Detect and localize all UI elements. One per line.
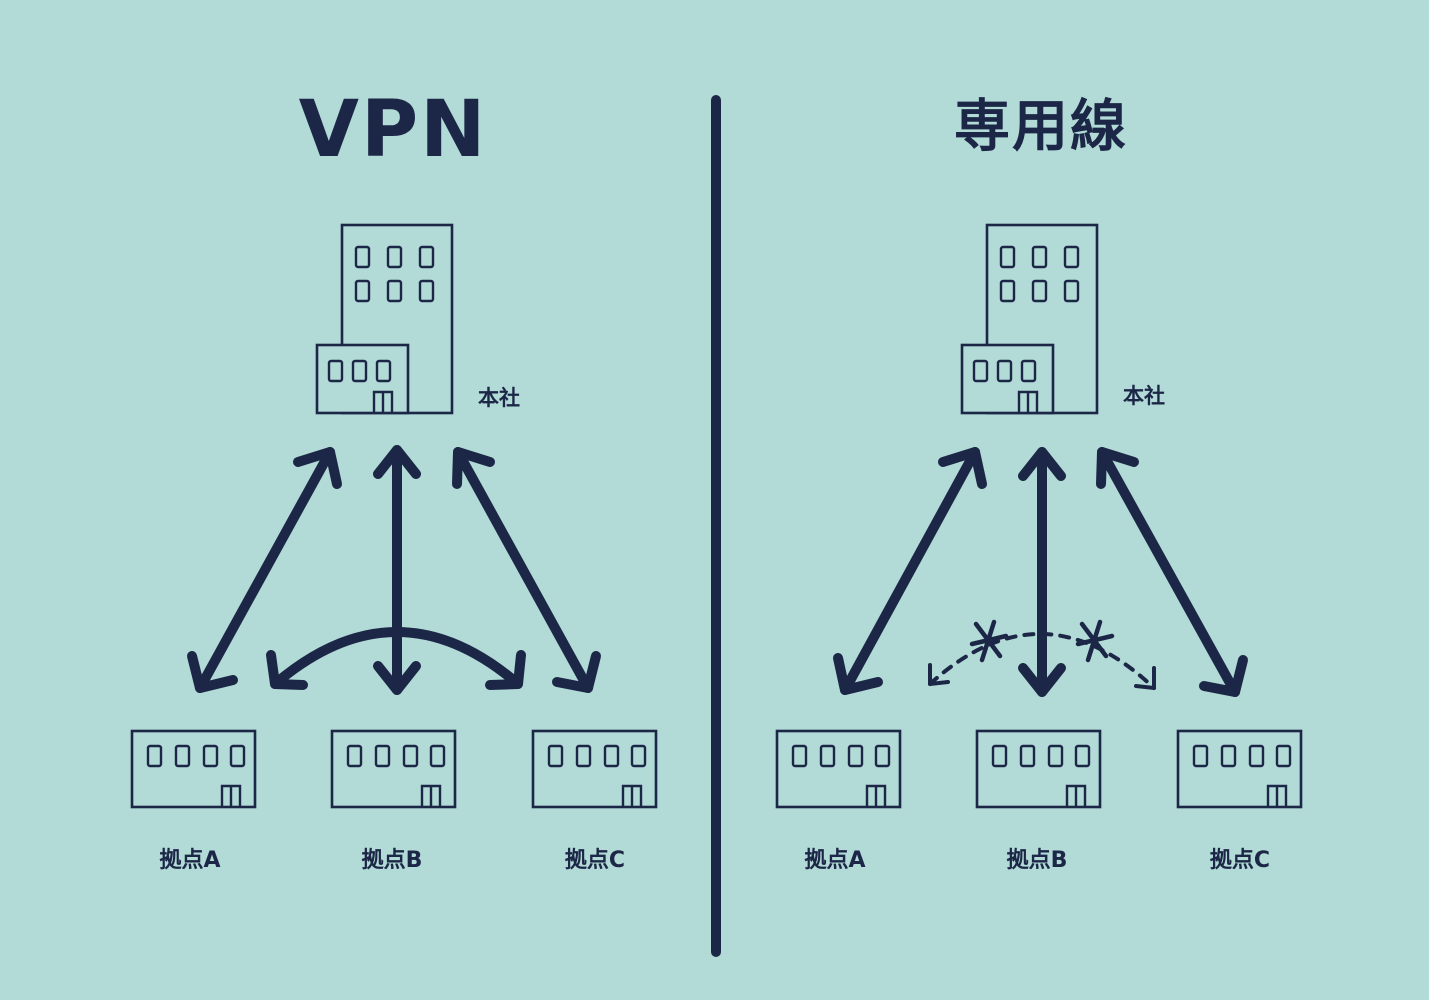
vpn-title: VPN xyxy=(298,85,488,175)
vpn-arrow-hq-b xyxy=(373,445,421,695)
vpn-arrow-hq-c xyxy=(452,447,601,693)
leased-branch-a-label: 拠点A xyxy=(804,848,866,873)
vpn-arrow-branch-a-c xyxy=(266,627,526,690)
leased-branch-b-label: 拠点B xyxy=(1006,848,1068,873)
leased-line-panel-graphics xyxy=(775,223,1303,809)
headquarters-building-icon xyxy=(315,223,454,415)
vpn-branch-c-label: 拠点C xyxy=(564,848,626,873)
branch-b-building-icon xyxy=(975,729,1102,809)
branch-a-building-icon xyxy=(775,729,902,809)
headquarters-building-icon xyxy=(960,223,1099,415)
blocked-connection-icon xyxy=(928,619,1156,690)
leased-arrow-hq-b xyxy=(1018,447,1066,697)
leased-arrow-hq-c xyxy=(1096,447,1248,697)
vpn-branch-a-label: 拠点A xyxy=(159,848,221,873)
leased-line-title: 専用線 xyxy=(954,94,1128,160)
vpn-panel-graphics xyxy=(130,223,658,809)
vpn-headquarters-label: 本社 xyxy=(478,386,520,410)
branch-b-building-icon xyxy=(330,729,457,809)
branch-c-building-icon xyxy=(1176,729,1303,809)
branch-c-building-icon xyxy=(531,729,658,809)
branch-a-building-icon xyxy=(130,729,257,809)
vpn-arrow-hq-a xyxy=(187,447,342,693)
leased-branch-c-label: 拠点C xyxy=(1209,848,1271,873)
vpn-branch-b-label: 拠点B xyxy=(361,848,423,873)
leased-headquarters-label: 本社 xyxy=(1123,384,1165,408)
leased-arrow-hq-a xyxy=(833,447,987,695)
